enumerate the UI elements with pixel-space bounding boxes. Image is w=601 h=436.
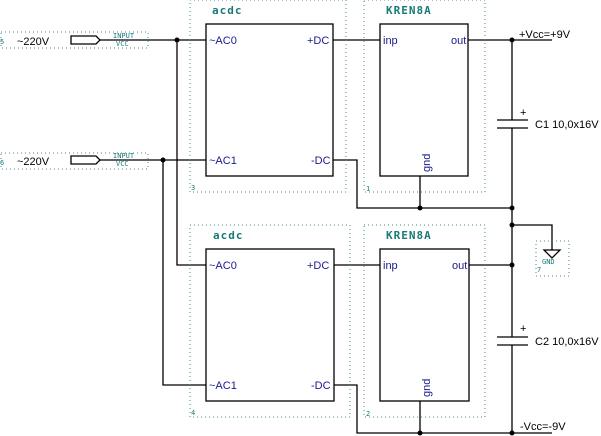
block-title: KREN8A (386, 4, 432, 17)
pin-out: out (451, 35, 466, 47)
capacitor-label: C1 10,0x16V (535, 119, 599, 131)
wires (100, 39, 553, 434)
polarity-mark: + (520, 323, 526, 335)
input-voltage: ~220V (17, 156, 50, 168)
regulator-kren8a-2[interactable]: KREN8A inp out gnd 2 (363, 224, 486, 418)
pin-inp: inp (383, 260, 398, 272)
pin-ac1: ~AC1 (209, 380, 237, 392)
rectifier-acdc-1[interactable]: acdc ~AC0 ~AC1 +DC -DC 3 (189, 0, 347, 193)
port-net: VCC (116, 40, 129, 48)
polarity-mark: + (520, 107, 526, 119)
pin-pdc: +DC (307, 35, 329, 47)
pin-gnd: gnd (421, 379, 433, 397)
block-number: 1 (366, 185, 370, 193)
pin-gnd: gnd (421, 154, 433, 172)
pin-mdc: -DC (311, 155, 331, 167)
rectifier-acdc-2[interactable]: acdc ~AC0 ~AC1 +DC -DC 4 (189, 224, 351, 418)
junctions (160, 37, 515, 436)
block-number: 2 (366, 410, 370, 418)
input-port-2[interactable]: 6 ~220V INPUT VCC (0, 152, 149, 170)
pin-out: out (452, 260, 467, 272)
ground-label: GND (542, 258, 555, 266)
port-arrow-icon (70, 155, 101, 165)
pin-pdc: +DC (307, 260, 329, 272)
block-title: KREN8A (386, 229, 432, 242)
pin-inp: inp (383, 35, 398, 47)
block-number: 3 (191, 184, 195, 192)
pin-ac0: ~AC0 (209, 260, 237, 272)
capacitor-c2[interactable]: + C2 10,0x16V (520, 323, 599, 348)
ground-icon (542, 249, 562, 259)
pin-mdc: -DC (311, 380, 331, 392)
pin-ac0: ~AC0 (209, 35, 237, 47)
capacitor-label: C2 10,0x16V (535, 336, 599, 348)
input-number: 6 (0, 159, 4, 167)
input-voltage: ~220V (17, 36, 50, 48)
input-number: 5 (0, 38, 4, 46)
port-tag: INPUT (113, 152, 135, 160)
port-net: VCC (116, 160, 129, 168)
capacitor-c1[interactable]: + C1 10,0x16V (520, 107, 599, 131)
block-number: 4 (191, 409, 195, 417)
ground-number: 7 (537, 266, 541, 274)
net-label-pos: +Vcc=+9V (519, 29, 571, 41)
regulator-kren8a-1[interactable]: KREN8A inp out gnd 1 (363, 0, 486, 193)
pin-ac1: ~AC1 (209, 155, 237, 167)
net-label-neg: -Vcc=-9V (520, 421, 566, 433)
port-arrow-icon (70, 35, 101, 45)
block-title: acdc (213, 229, 244, 242)
port-tag: INPUT (113, 32, 135, 40)
input-port-1[interactable]: 5 ~220V INPUT VCC (0, 31, 149, 49)
block-title: acdc (212, 4, 243, 17)
ground-symbol[interactable]: GND 7 (535, 240, 570, 277)
